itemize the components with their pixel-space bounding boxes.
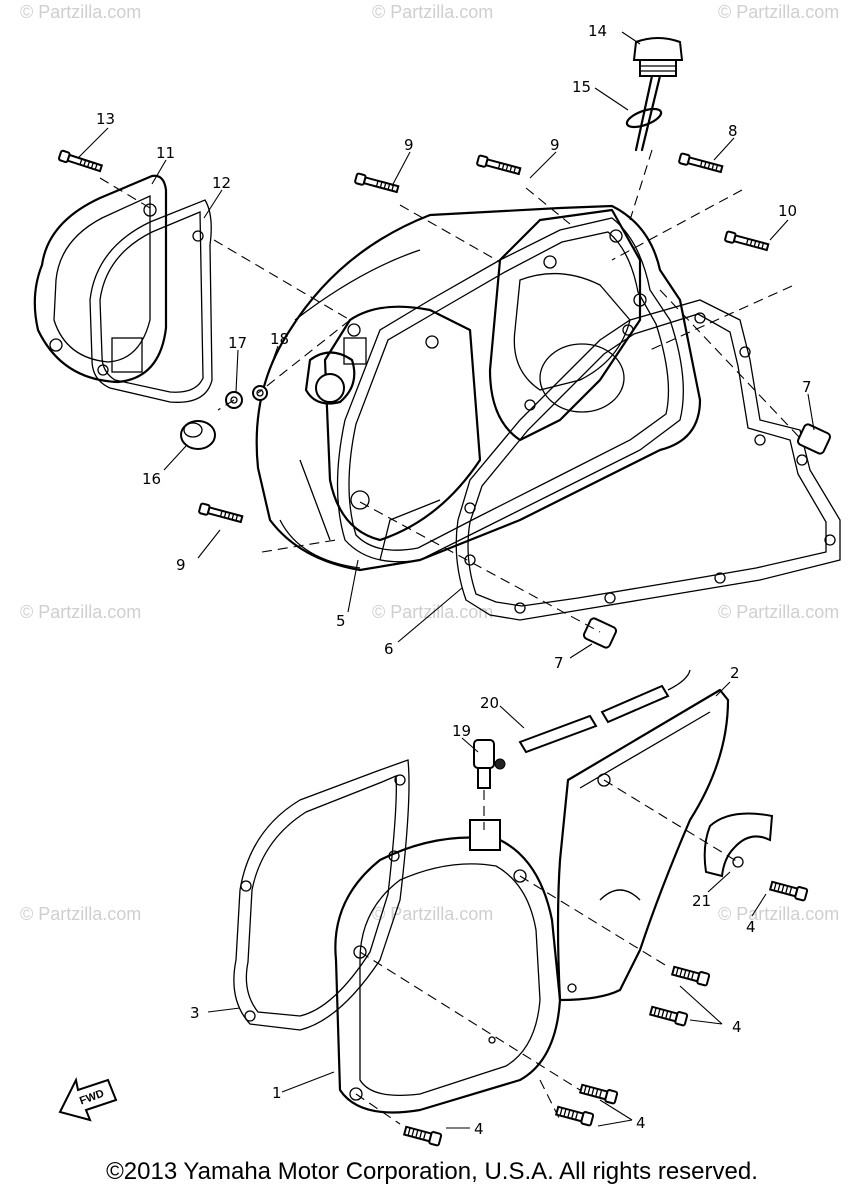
- callout-11: 11: [156, 144, 175, 162]
- watermark: © Partzilla.com: [372, 2, 493, 22]
- callout-4: 4: [636, 1114, 646, 1132]
- callout-13: 13: [96, 110, 115, 128]
- callout-17: 17: [228, 334, 247, 352]
- part-18-washer: [252, 385, 268, 401]
- watermark-group: © Partzilla.com © Partzilla.com © Partzi…: [20, 2, 839, 924]
- callout-1: 1: [272, 1084, 282, 1102]
- watermark: © Partzilla.com: [372, 904, 493, 924]
- part-10-bolt: [723, 230, 770, 253]
- main-crankcase-cover: [255, 204, 702, 572]
- callout-2: 2: [730, 664, 740, 682]
- part-7-dowel: [582, 617, 618, 649]
- part-12-gasket: [89, 199, 213, 403]
- parts-diagram: © Partzilla.com © Partzilla.com © Partzi…: [20, 2, 841, 1147]
- part-6-gasket: [455, 299, 841, 621]
- copyright-notice: ©2013 Yamaha Motor Corporation, U.S.A. A…: [106, 1158, 758, 1185]
- callout-10: 10: [778, 202, 797, 220]
- part-4-bolt: [648, 1003, 689, 1027]
- part-19-fitting: [473, 739, 506, 789]
- part-13-bolt: [57, 149, 104, 175]
- part-2-cover: [556, 688, 730, 1002]
- part-4-bolt: [402, 1123, 443, 1147]
- watermark: © Partzilla.com: [718, 2, 839, 22]
- callout-3: 3: [190, 1004, 200, 1022]
- callout-8: 8: [728, 122, 738, 140]
- part-5-gasket: [336, 217, 684, 563]
- watermark: © Partzilla.com: [20, 2, 141, 22]
- callout-9: 9: [550, 136, 560, 154]
- part-20-hose: [518, 669, 691, 754]
- part-4-bolt: [578, 1081, 619, 1105]
- callout-20: 20: [480, 694, 499, 712]
- callout-14: 14: [588, 22, 607, 40]
- callout-9: 9: [404, 136, 414, 154]
- callout-12: 12: [212, 174, 231, 192]
- part-1-cover: [334, 819, 562, 1114]
- callout-labels: 14 15 13 11 12 9 9 8 10 17 18 16 7 9 5 6…: [96, 22, 812, 1138]
- callout-4: 4: [732, 1018, 742, 1036]
- part-16-plug: [180, 420, 216, 450]
- callout-18: 18: [270, 330, 289, 348]
- callout-16: 16: [142, 470, 161, 488]
- part-7-dowel: [796, 423, 832, 455]
- callout-9: 9: [176, 556, 186, 574]
- callout-7: 7: [554, 654, 564, 672]
- part-4-bolt: [768, 878, 809, 902]
- callout-5: 5: [336, 612, 346, 630]
- part-15-o-ring: [625, 107, 663, 129]
- leader-lines: [77, 31, 815, 1129]
- watermark: © Partzilla.com: [20, 602, 141, 622]
- callout-21: 21: [692, 892, 711, 910]
- part-4-bolt: [670, 963, 711, 987]
- watermark: © Partzilla.com: [718, 602, 839, 622]
- part-9-bolt: [197, 502, 244, 525]
- callout-15: 15: [572, 78, 591, 96]
- watermark: © Partzilla.com: [718, 904, 839, 924]
- watermark: © Partzilla.com: [20, 904, 141, 924]
- alignment-lines-lower: [355, 779, 739, 1125]
- part-3-gasket: [233, 759, 410, 1031]
- part-9-bolt: [475, 154, 522, 177]
- callout-4: 4: [474, 1120, 484, 1138]
- part-8-bolt: [677, 152, 724, 175]
- callout-19: 19: [452, 722, 471, 740]
- callout-6: 6: [384, 640, 394, 658]
- watermark: © Partzilla.com: [372, 602, 493, 622]
- part-9-bolt: [353, 172, 400, 195]
- part-14-oil-cap: [632, 37, 684, 152]
- callout-7: 7: [802, 378, 812, 396]
- fwd-arrow: FWD: [58, 1076, 118, 1122]
- part-4-bolt: [554, 1103, 595, 1127]
- alignment-lines-upper: [99, 149, 801, 633]
- callout-4: 4: [746, 918, 756, 936]
- part-21-clip: [703, 812, 774, 878]
- part-11-cover: [33, 174, 168, 384]
